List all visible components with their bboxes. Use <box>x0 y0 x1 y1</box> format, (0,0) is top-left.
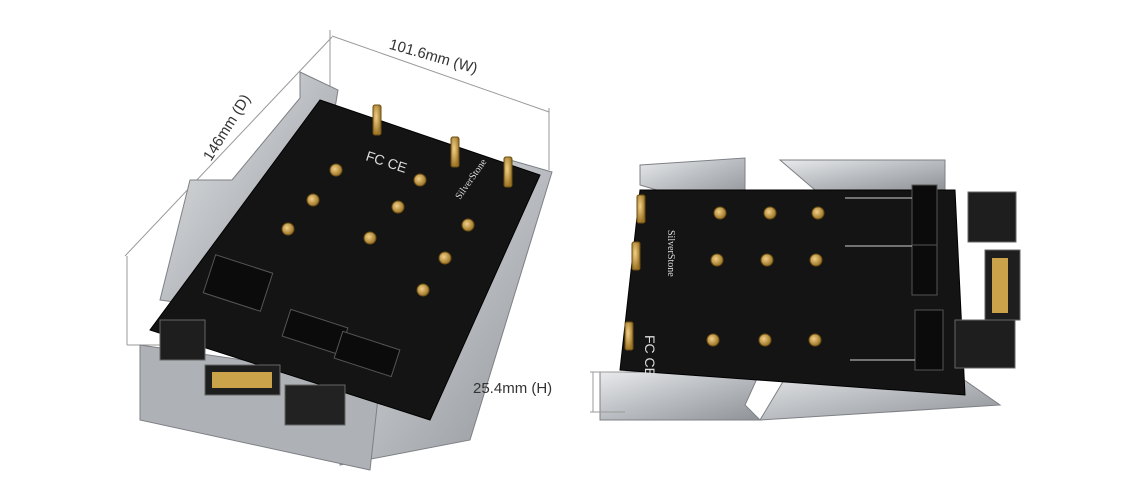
svg-text:FC CE: FC CE <box>642 335 658 377</box>
left-standoffs <box>281 104 513 297</box>
right-brand-logo: SilverStone <box>665 230 676 277</box>
right-pcb-board: SilverStone FC CE <box>619 184 1021 396</box>
dimension-lines-left <box>124 30 550 346</box>
height-dimension-label: 25.4mm (H) <box>473 380 553 397</box>
right-standoffs <box>624 194 825 351</box>
left-pcb-board: SilverStone FC CE <box>149 99 541 426</box>
right-drive-bracket <box>599 157 1002 421</box>
height-dimension-line <box>590 371 625 413</box>
